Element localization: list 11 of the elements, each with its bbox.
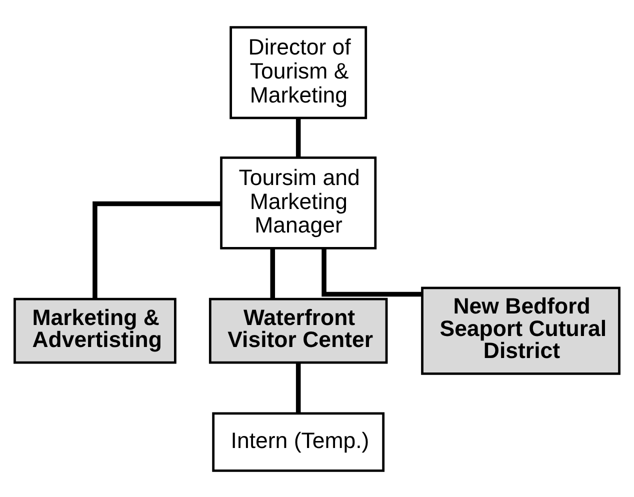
node-box: Toursim and Marketing Manager: [220, 156, 377, 249]
connector: [296, 118, 301, 158]
node-box: Intern (Temp.): [212, 412, 385, 472]
connector: [270, 248, 276, 298]
node-box: Waterfront Visitor Center: [208, 297, 388, 364]
node-box: Marketing & Advertisting: [14, 297, 176, 364]
connector: [92, 200, 221, 298]
connector: [296, 362, 301, 413]
connector: [322, 248, 422, 296]
node-box: Director of Tourism & Marketing: [230, 26, 368, 119]
node-box: New Bedford Seaport Cutural District: [421, 286, 620, 374]
